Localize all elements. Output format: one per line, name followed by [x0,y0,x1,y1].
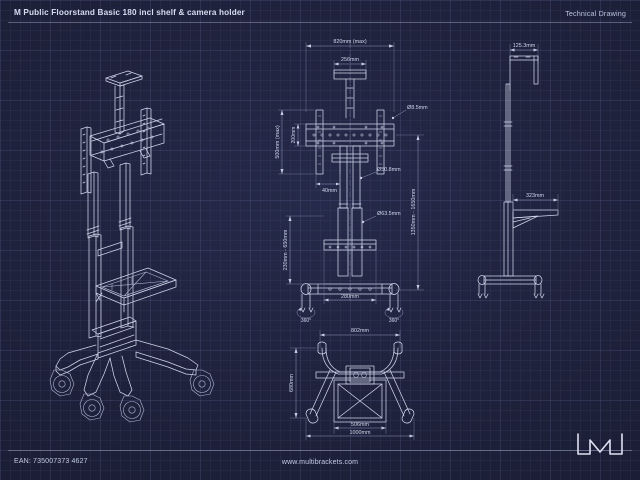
dim-shelf-depth: 323mm [526,193,544,199]
dim-base-depth: 680mm [289,374,295,392]
top-plan-view: 802mm [289,328,415,440]
dim-caster-swivel-right: 360° [389,318,399,324]
dim-upper-tube-diameter: Ø50.8mm [377,167,401,173]
isometric-view [49,70,215,423]
dim-camera-plate-width: 256mm [341,57,359,63]
dim-screen-centre-height: 1350mm - 1650mm [411,188,417,235]
dim-shelf-inner-width: 506mm [351,422,369,428]
dim-camera-plate-depth: 125.3mm [513,43,536,49]
drawing-type-label: Technical Drawing [565,9,626,18]
page-title: M Public Floorstand Basic 180 incl shelf… [14,8,245,17]
multibrackets-logo [577,433,623,455]
dim-bracket-offset: 40mm [322,188,337,194]
front-elevation-view: 820mm (max) 256mm [275,39,428,324]
dim-hole-diameter: Ø8.5mm [407,105,428,111]
dim-top-width-max: 820mm (max) [333,39,366,45]
side-elevation-view: 125.3mm [477,43,559,299]
dim-lower-tube-diameter: Ø63.5mm [377,211,401,217]
dim-vesa-height: 200mm [291,127,297,144]
dim-caster-swivel-left: 360° [301,318,311,324]
dim-shelf-width: 280mm [341,294,359,300]
dim-shelf-height-range: 230mm - 650mm [283,229,289,270]
header-divider [8,22,632,23]
website-url: www.multibrackets.com [281,459,359,466]
dim-vesa-height-max: 500mm (max) [275,125,281,158]
dim-overall-width: 1000mm [350,430,371,436]
footer-divider [8,450,632,451]
dim-inner-width: 802mm [351,328,369,334]
ean-code: EAN: 735007373 4627 [14,458,88,465]
